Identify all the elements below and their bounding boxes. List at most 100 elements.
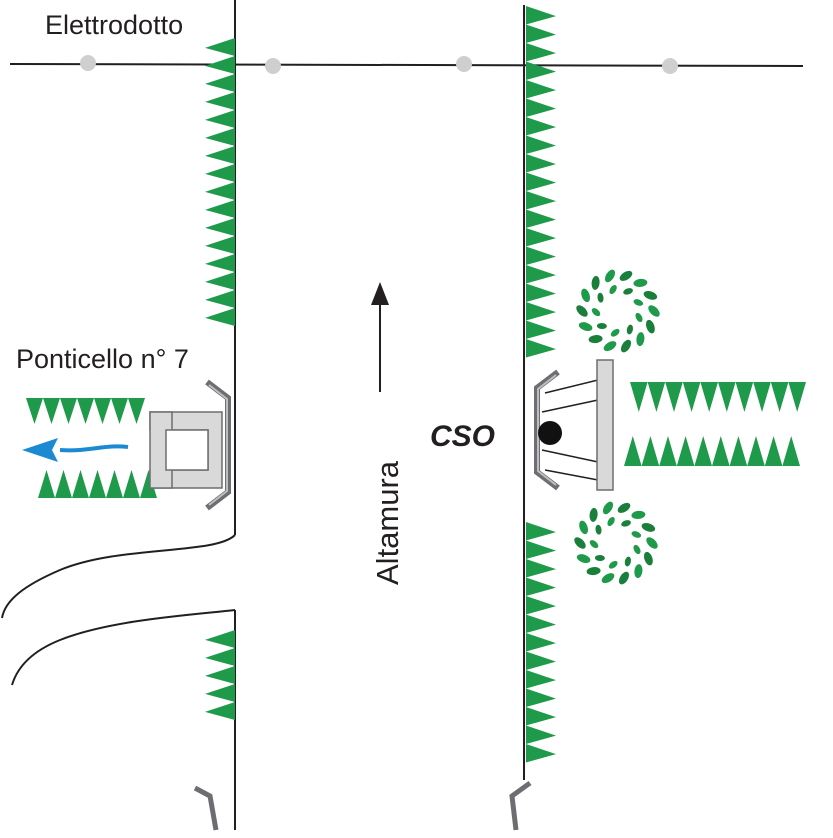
grass-triangle-icon: [694, 436, 712, 466]
shrub-leaf: [589, 507, 598, 522]
grass-triangle-icon: [205, 254, 235, 272]
grass-triangle-icon: [526, 725, 556, 744]
vegetation-bridge-banks: [26, 398, 157, 498]
grass-triangle-icon: [205, 146, 235, 164]
road: [1, 0, 525, 830]
shrub-leaf: [594, 554, 605, 562]
power-line-poles: [80, 55, 678, 74]
grass-triangle-icon: [72, 470, 89, 498]
grass-triangle-icon: [77, 398, 94, 424]
grass-triangle-icon: [55, 470, 72, 498]
grass-triangle-icon: [205, 92, 235, 110]
side-road-lower-edge: [11, 609, 236, 686]
grass-triangle-icon: [89, 470, 106, 498]
grass-triangle-icon: [205, 308, 235, 326]
grass-triangle-icon: [205, 164, 235, 182]
power-line-label: Elettrodotto: [45, 10, 183, 40]
grass-triangle-icon: [526, 633, 556, 652]
shrub-leaf: [596, 322, 607, 330]
shrub-leaf: [602, 501, 614, 515]
grass-triangle-icon: [630, 382, 648, 412]
shrub-leaf: [636, 332, 645, 347]
shrub-leaf: [631, 531, 642, 538]
grass-triangle-icon: [526, 191, 556, 210]
grass-triangle-icon: [26, 398, 43, 424]
grass-triangle-icon: [111, 398, 128, 424]
grass-triangle-icon: [205, 56, 235, 74]
grass-triangle-icon: [659, 436, 677, 466]
shrub-leaf: [646, 537, 658, 549]
arrow-up-icon: [371, 282, 389, 392]
grass-triangle-icon: [205, 684, 235, 702]
shrub-leaf: [603, 341, 617, 352]
grass-triangle-icon: [526, 614, 556, 633]
shrub-leaf: [595, 524, 602, 535]
grass-triangle-icon: [526, 283, 556, 302]
shrub-icon: [576, 269, 660, 353]
shrub-leaf: [643, 551, 653, 566]
vegetation-row-left-upper: [205, 38, 235, 326]
pylon-dot-icon: [456, 56, 472, 72]
grass-triangle-icon: [764, 436, 783, 466]
grass-triangle-icon: [526, 246, 556, 265]
grass-triangle-icon: [526, 172, 556, 191]
shrub-leaf: [591, 308, 601, 317]
grass-triangle-icon: [526, 596, 556, 615]
grass-triangle-icon: [526, 744, 556, 763]
shrub-leaf: [576, 554, 591, 564]
grass-triangle-icon: [205, 218, 235, 236]
grass-triangle-icon: [94, 398, 111, 424]
vegetation-row-right-lower: [526, 522, 556, 763]
grass-triangle-icon: [729, 436, 748, 466]
station-wingwall-light: [537, 374, 557, 486]
station-brace: [541, 399, 599, 413]
grass-triangle-icon: [526, 209, 556, 228]
station-point: [538, 421, 562, 445]
shrub-leaf: [586, 567, 601, 576]
grass-triangle-icon: [526, 577, 556, 596]
grass-triangle-icon: [205, 630, 235, 648]
grass-triangle-icon: [205, 648, 235, 666]
shrub-leaf: [618, 571, 630, 585]
shrub-leaf: [619, 270, 633, 281]
grass-triangle-icon: [526, 302, 556, 321]
grass-triangle-icon: [526, 80, 556, 99]
grass-triangle-icon: [770, 382, 789, 412]
shrub-leaf: [624, 556, 632, 567]
grass-triangle-icon: [205, 290, 235, 308]
shrub-leaf: [608, 560, 618, 569]
pylon-dot-icon: [265, 58, 281, 74]
grass-triangle-icon: [641, 436, 660, 466]
grass-triangle-icon: [753, 382, 771, 412]
grass-triangle-icon: [782, 436, 800, 466]
grass-triangle-icon: [123, 470, 140, 498]
grass-triangle-icon: [700, 382, 718, 412]
shrub-leaf: [635, 312, 643, 323]
pylon-dot-icon: [662, 58, 678, 74]
vegetation-station-rows: [624, 382, 806, 466]
grass-triangle-icon: [205, 110, 235, 128]
shrub-leaf: [588, 335, 603, 344]
grass-triangle-icon: [526, 320, 556, 339]
grass-triangle-icon: [647, 382, 666, 412]
grass-triangle-icon: [526, 265, 556, 284]
shrub-leaf: [633, 278, 648, 287]
grass-triangle-icon: [60, 398, 77, 424]
grass-triangle-icon: [788, 382, 806, 412]
grass-triangle-icon: [205, 182, 235, 200]
station-structure: [534, 359, 614, 491]
grass-triangle-icon: [665, 382, 683, 412]
station-brace: [541, 449, 599, 463]
shrub-leaf: [604, 269, 616, 283]
shrub-leaf: [589, 540, 599, 549]
pylon-dot-icon: [80, 55, 96, 71]
grass-triangle-icon: [526, 228, 556, 247]
grass-triangle-icon: [624, 436, 642, 466]
shrub-leaf: [645, 319, 655, 334]
shrub-leaf: [641, 522, 656, 532]
shrub-leaf: [634, 564, 643, 579]
grass-triangle-icon: [526, 98, 556, 117]
grass-triangle-icon: [205, 702, 235, 720]
